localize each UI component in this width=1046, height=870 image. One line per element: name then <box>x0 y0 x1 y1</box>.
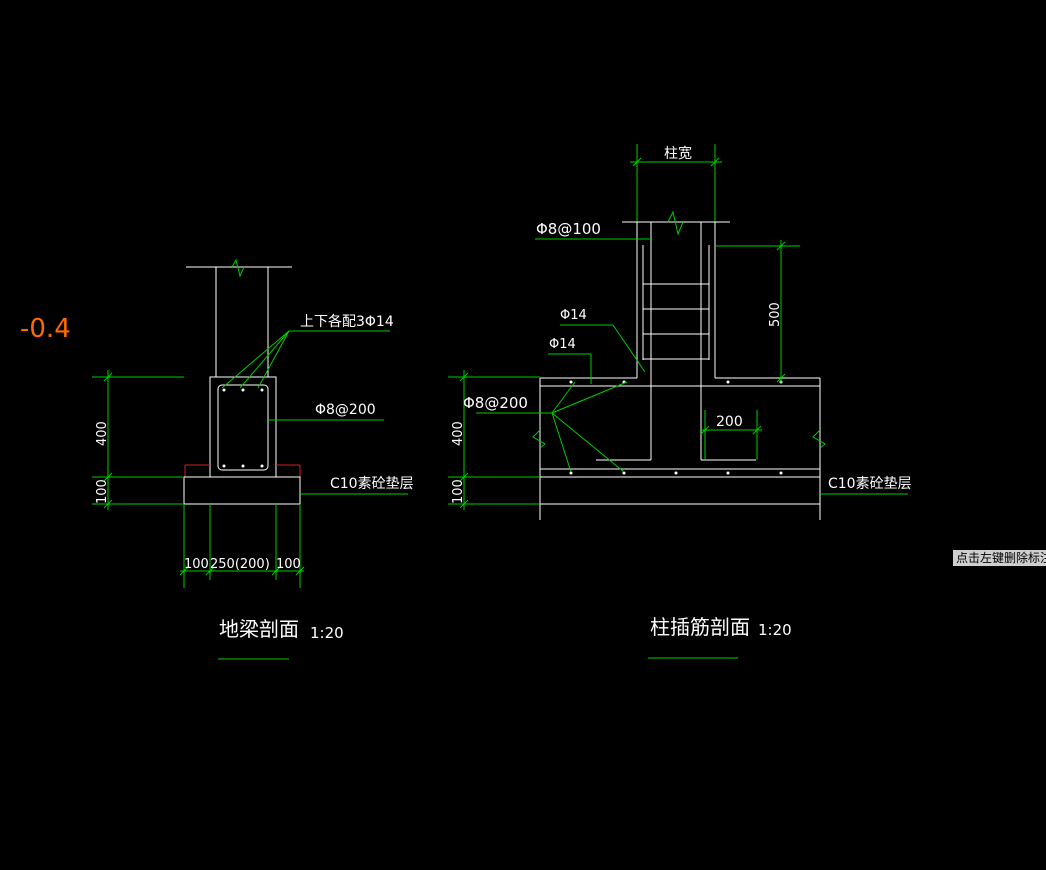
beam-width-left-dim: 100 <box>184 557 209 572</box>
beam-top-bottom-bars-label: 上下各配3Φ14 <box>300 314 394 330</box>
dowel-cushion-label: C10素砼垫层 <box>828 476 912 492</box>
dowel-section-scale: 1:20 <box>758 621 792 639</box>
elevation-mark: -0.4 <box>20 314 71 344</box>
column-stirrup-label: Φ8@100 <box>536 220 601 238</box>
dowel-500-dim: 500 <box>768 302 783 327</box>
dowel-200-dim: 200 <box>716 414 743 430</box>
beam-height-dim: 400 <box>95 421 110 446</box>
dowel-height-dim: 400 <box>451 421 466 446</box>
delete-annotation-tooltip[interactable]: 点击左键删除标注 <box>953 550 1046 566</box>
dowel-cushion-dim: 100 <box>451 479 466 504</box>
beam-width-mid-dim: 250(200) <box>210 557 270 572</box>
column-width-label: 柱宽 <box>664 145 692 162</box>
column-dowel-section <box>448 144 908 659</box>
ground-beam-section <box>92 258 408 660</box>
beam-section-scale: 1:20 <box>310 624 344 642</box>
beam-cushion-label: C10素砼垫层 <box>330 476 414 492</box>
beam-stirrup-label: Φ8@200 <box>315 402 376 418</box>
dowel-bar-label-1: Φ14 <box>560 308 587 323</box>
beam-section-title: 地梁剖面 <box>219 617 299 641</box>
dowel-section-title: 柱插筋剖面 <box>650 615 750 639</box>
dowel-beam-stirrup-label: Φ8@200 <box>463 394 528 412</box>
dowel-bar-label-2: Φ14 <box>549 337 576 352</box>
beam-width-right-dim: 100 <box>276 557 301 572</box>
beam-cushion-dim: 100 <box>95 479 110 504</box>
